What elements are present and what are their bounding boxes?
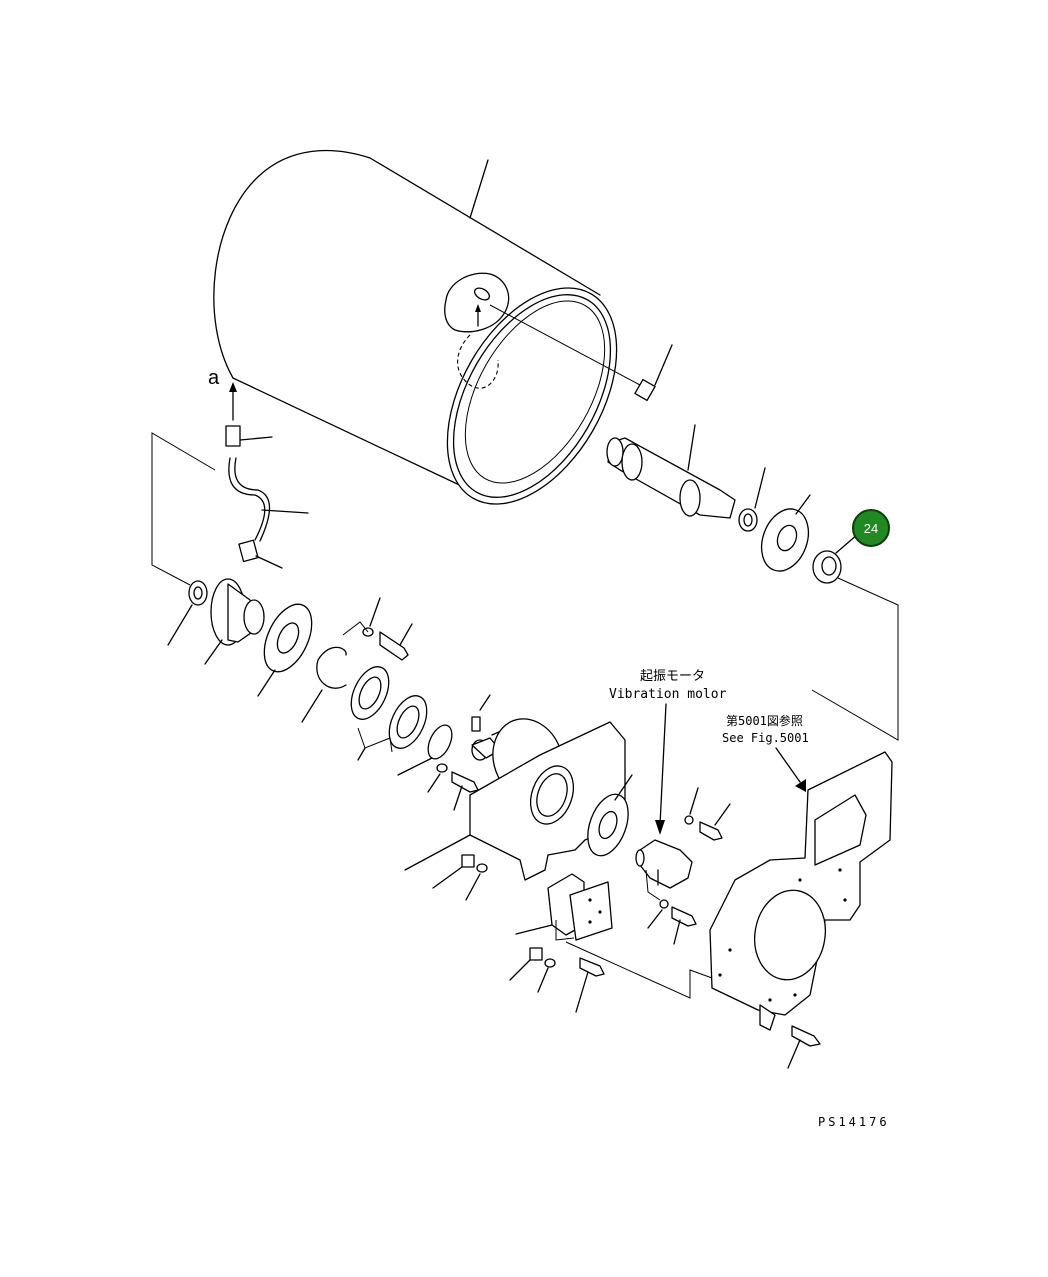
see-fig-label-en: See Fig.5001 — [722, 731, 809, 745]
motor-bolts — [645, 787, 731, 945]
group-bracket-right — [811, 577, 899, 741]
motor-adapter — [587, 774, 633, 857]
cover-plate — [709, 751, 893, 1031]
group-bracket-left — [151, 432, 216, 586]
cover-bolt — [787, 1025, 821, 1069]
nut-part-24 — [812, 533, 859, 584]
see-fig-label: 第5001図参照 See Fig.5001 — [722, 713, 809, 792]
hub-group — [167, 578, 479, 811]
callout-24[interactable]: 24 — [852, 509, 890, 547]
vibration-motor-label-en: Vibration molor — [609, 687, 727, 702]
marker-a-top: a — [208, 367, 220, 389]
shaft — [606, 424, 736, 519]
grease-line: a — [151, 367, 309, 586]
callout-24-label: 24 — [864, 521, 878, 536]
vibration-motor-label: 起振モータ Vibration molor — [609, 669, 727, 835]
drawing-number: PS14176 — [818, 1115, 890, 1129]
motor-bracket — [509, 873, 713, 1013]
see-fig-label-jp: 第5001図参照 — [726, 713, 803, 728]
flange-plate-right — [760, 494, 811, 572]
drum — [213, 149, 641, 505]
vibration-motor — [635, 839, 693, 889]
vibration-motor-label-jp: 起振モータ — [640, 669, 705, 684]
side-plate — [404, 718, 626, 901]
bushing — [738, 467, 766, 532]
grease-bolt — [634, 344, 673, 402]
